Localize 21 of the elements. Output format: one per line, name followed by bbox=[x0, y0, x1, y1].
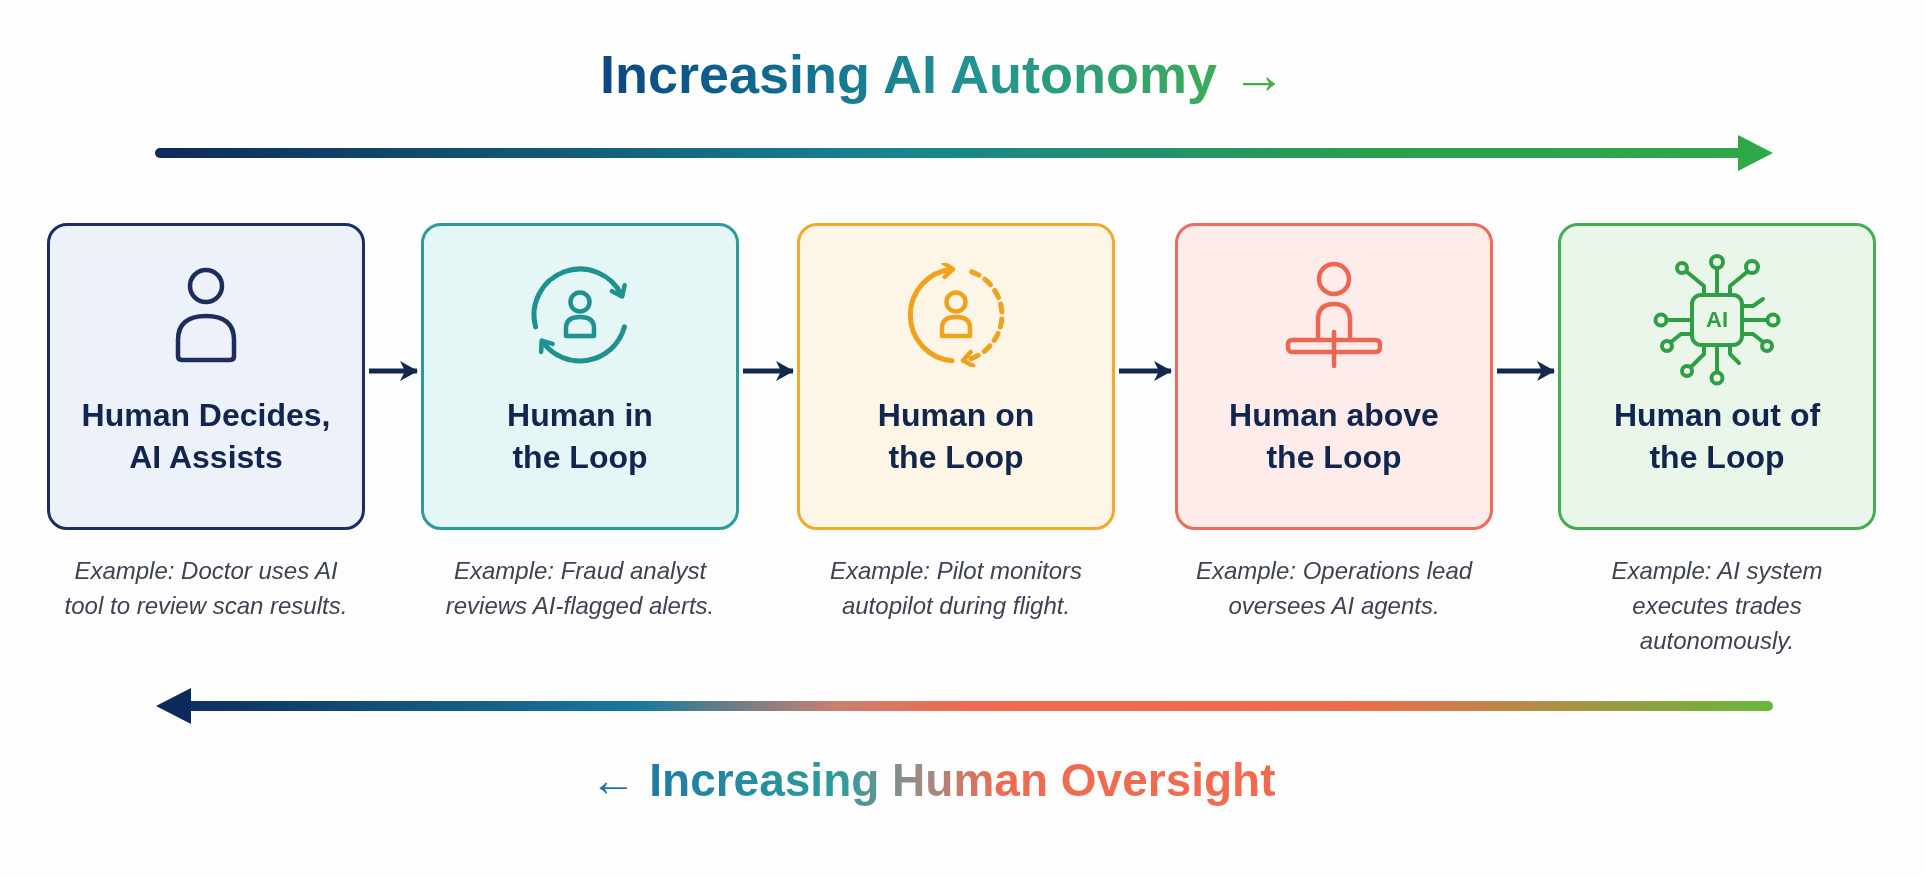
stage-title: Human out of the Loop bbox=[1612, 396, 1822, 477]
stage-card bbox=[47, 223, 365, 530]
stage-title: Human Decides, AI Assists bbox=[80, 396, 332, 477]
stage-title: Human above the Loop bbox=[1228, 396, 1440, 477]
stage-title: Human in the Loop bbox=[506, 396, 654, 477]
chip-label: AI bbox=[1706, 308, 1728, 332]
arrow bbox=[1119, 361, 1172, 381]
example-caption: Example: Fraud analyst reviews AI-flagged alerts. bbox=[444, 556, 716, 621]
example-caption: Example: Pilot monitors autopilot during flight. bbox=[828, 556, 1084, 621]
stage-title: Human on the Loop bbox=[876, 396, 1036, 477]
arrow bbox=[1497, 361, 1555, 381]
example-caption: Example: AI system executes trades autonomously. bbox=[1610, 556, 1824, 656]
example-caption: Example: Operations lead oversees AI agents. bbox=[1194, 556, 1474, 621]
arrow bbox=[743, 361, 794, 381]
example-caption: Example: Doctor uses AI tool to review scan results. bbox=[63, 556, 349, 621]
stage-card bbox=[1558, 223, 1876, 530]
stage-card bbox=[797, 223, 1115, 530]
arrow bbox=[369, 361, 418, 381]
stage-card bbox=[421, 223, 739, 530]
stage-card bbox=[1175, 223, 1493, 530]
ai-chip bbox=[1690, 293, 1744, 347]
